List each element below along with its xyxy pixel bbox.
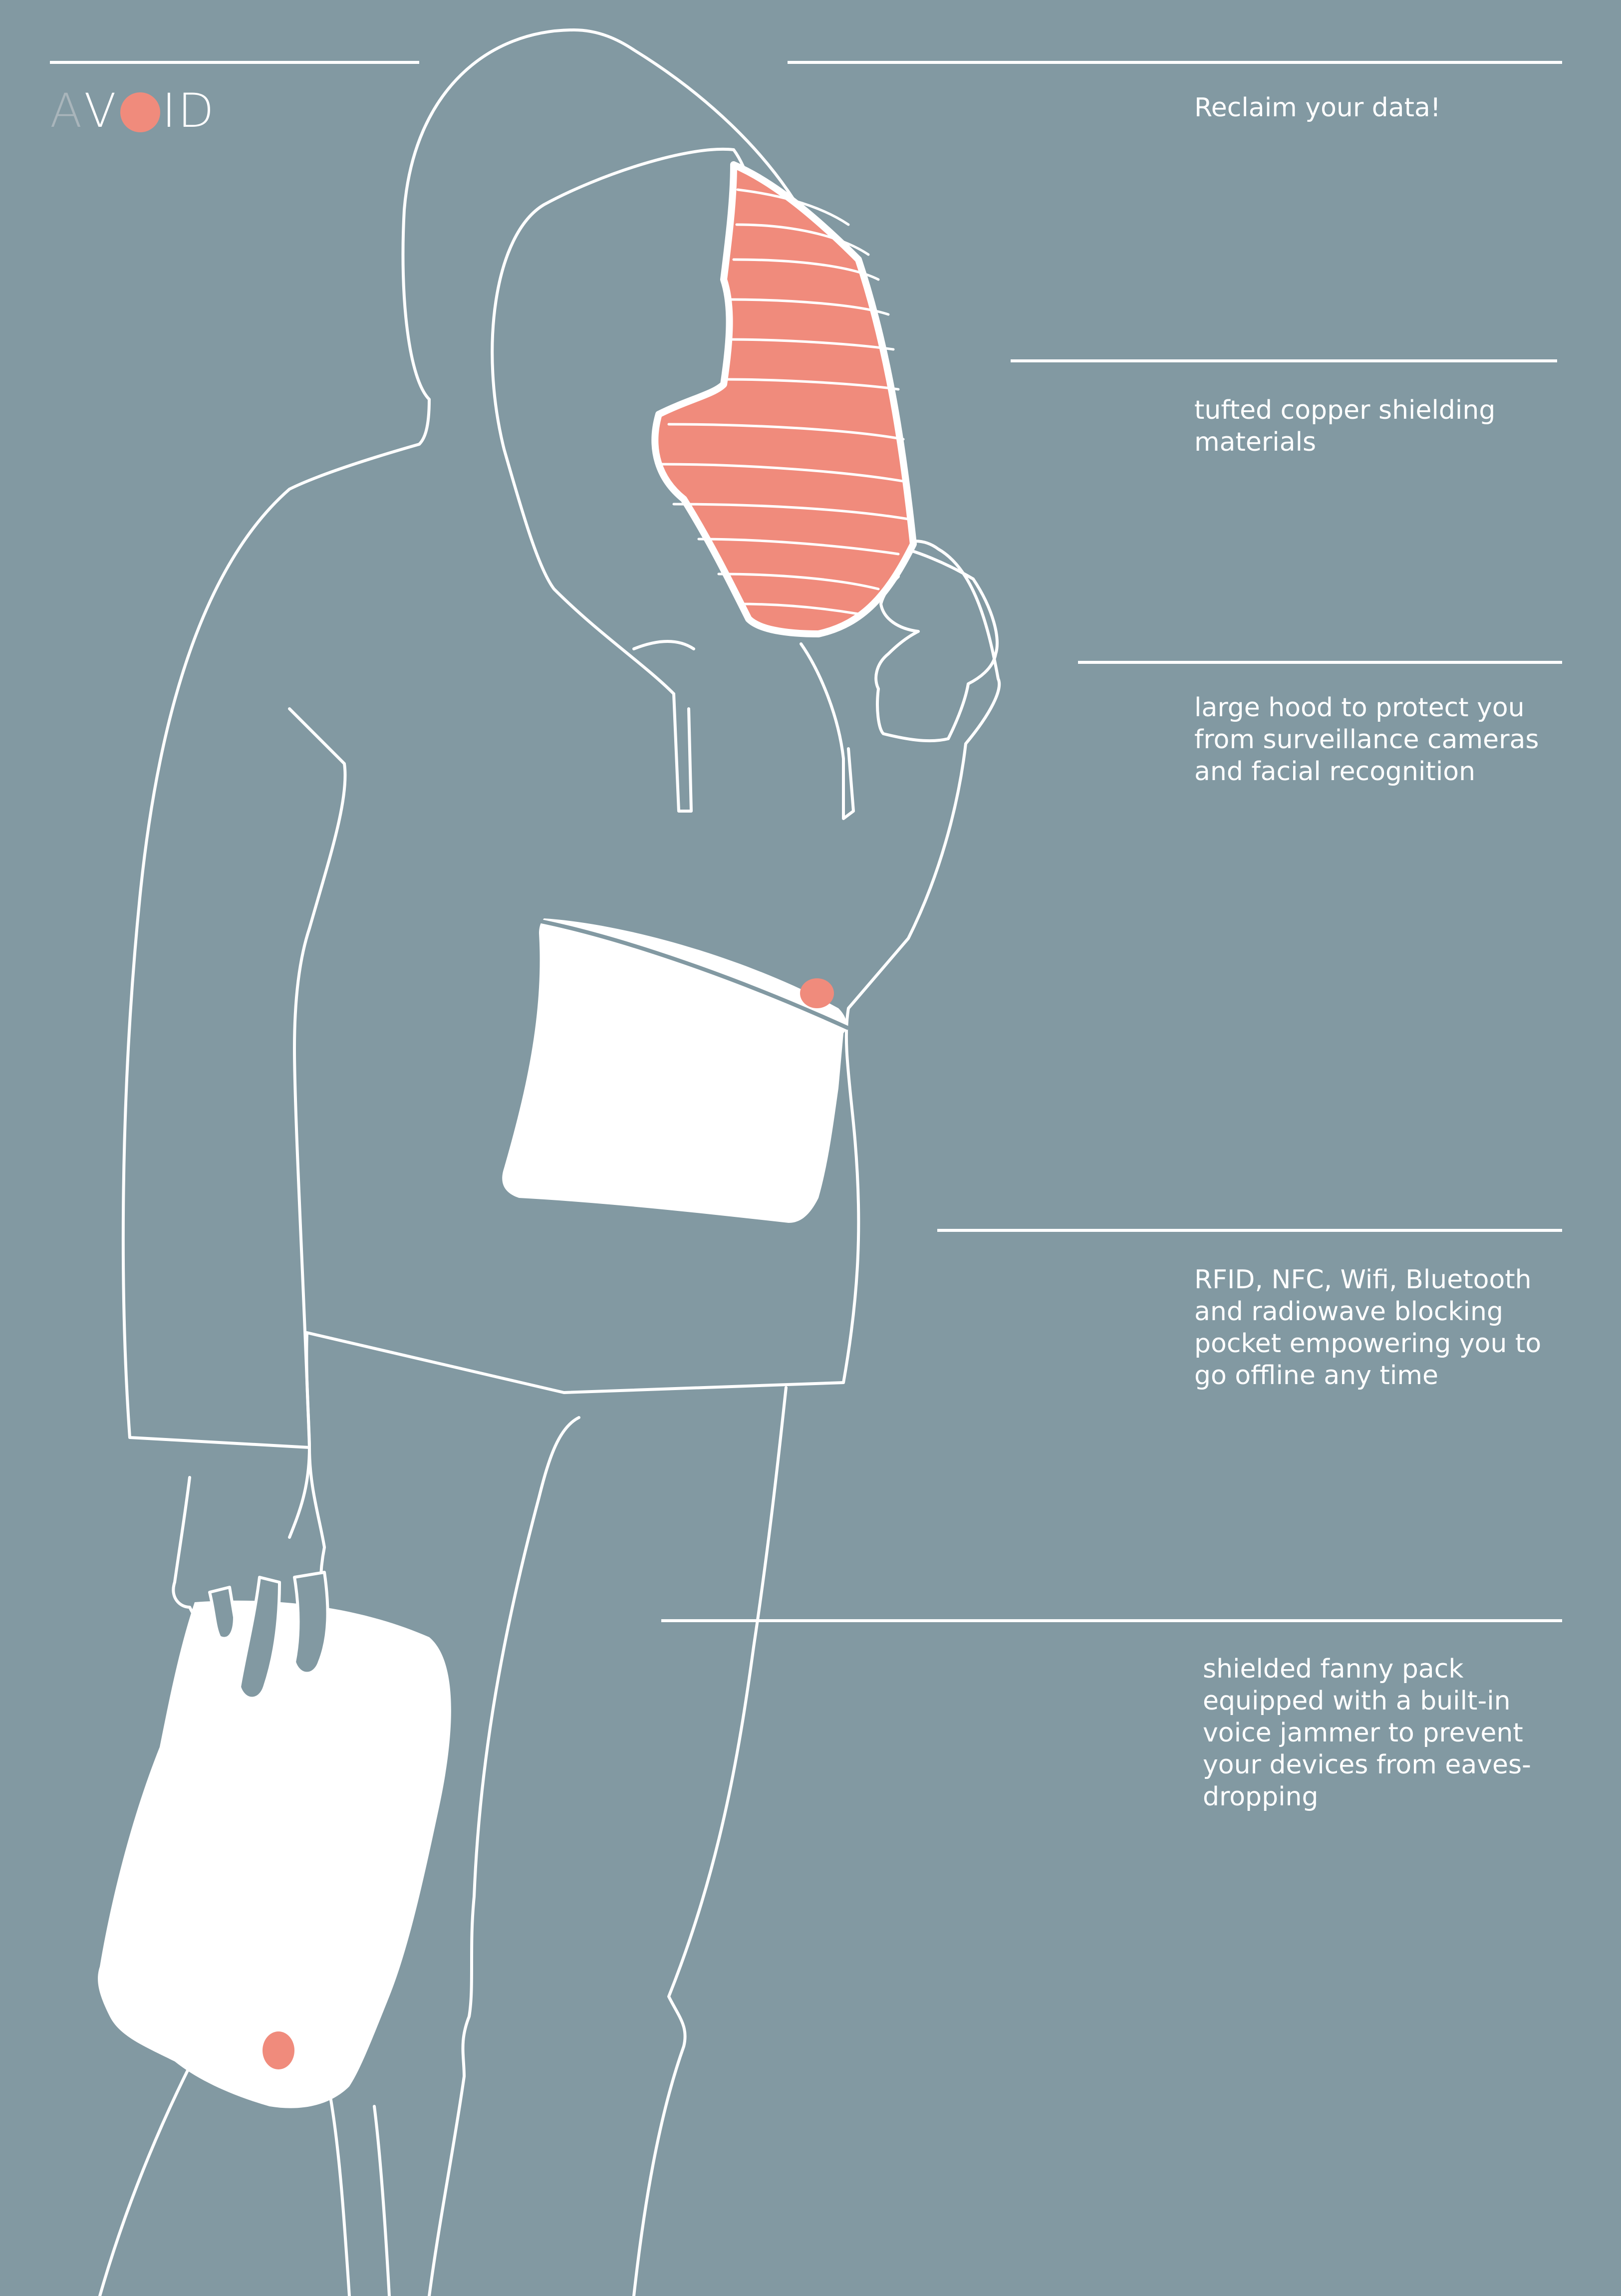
hand-icon xyxy=(874,545,999,743)
logo-letter-v: V xyxy=(84,84,118,138)
divider-copper xyxy=(1011,359,1557,362)
divider-fanny-pack xyxy=(661,1619,1562,1622)
divider-pocket xyxy=(937,1229,1562,1232)
shielded-pocket-icon xyxy=(502,918,847,1223)
caption-copper-shielding: tufted copper shielding materials xyxy=(1194,395,1496,457)
divider-hood xyxy=(1078,661,1562,664)
button-icon xyxy=(800,978,834,1008)
hood-icon xyxy=(121,28,1001,1449)
caption-large-hood: large hood to protect you from surveilla… xyxy=(1194,693,1539,787)
tagline: Reclaim your data! xyxy=(1194,93,1441,123)
divider-top-right xyxy=(788,61,1562,64)
copper-lining-icon xyxy=(651,161,917,637)
caption-blocking-pocket: RFID, NFC, Wifi, Bluetooth and radiowave… xyxy=(1194,1265,1542,1391)
logo-dot-icon: O xyxy=(120,92,160,132)
fanny-pack-icon xyxy=(98,1600,451,2108)
brand-logo: A V O ID xyxy=(50,84,216,138)
divider-top-left xyxy=(50,61,419,64)
logo-letters-id: ID xyxy=(162,84,216,138)
logo-letter-a: A xyxy=(50,84,84,138)
caption-fanny-pack: shielded fanny pack equipped with a buil… xyxy=(1203,1654,1531,1812)
